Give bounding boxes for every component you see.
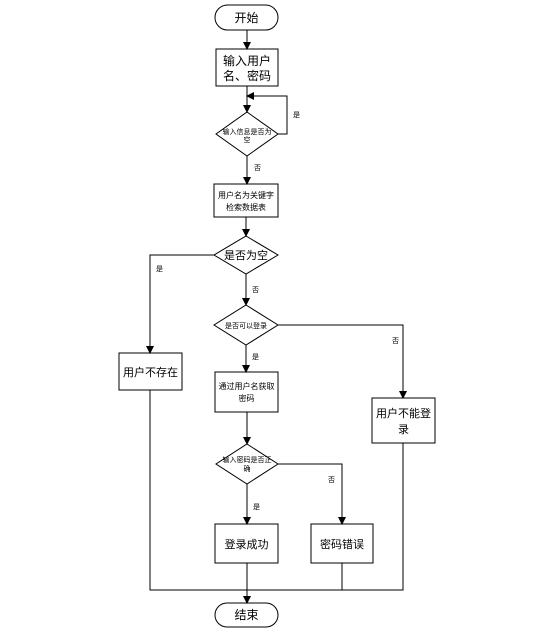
label-can-login-no: 否 [392,337,399,345]
start-label: 开始 [234,11,258,25]
input-node: 输入用户 名、密码 [215,48,279,87]
edge-password-correct-no [278,463,346,525]
cannot-login-label-line2: 录 [398,423,409,436]
login-success-node: 登录成功 [214,523,279,564]
edge-can-login-no [278,324,407,399]
search-node: 用户名为关键字 检索数据表 [213,183,279,218]
label-check-empty-yes: 是 [293,111,300,119]
check-empty-label-line1: 输入信息是否为 [223,127,272,136]
label-check-empty-no: 否 [254,164,261,172]
check-empty-decision: 输入信息是否为 空 [215,111,279,157]
get-password-node: 通过用户名获取 密码 [214,371,279,413]
password-correct-label-line2: 确 [244,464,251,473]
edge-cannot-login-to-merge [247,443,404,591]
cannot-login-node: 用户不能登 录 [371,397,436,444]
can-login-label: 是否可以登录 [225,321,267,330]
edge-is-empty-yes [146,254,214,354]
is-empty-label: 是否为空 [224,248,268,262]
search-label-line2: 检索数据表 [226,202,266,212]
label-is-empty-no: 否 [252,286,259,294]
cannot-login-label-line1: 用户不能登 [376,406,431,420]
can-login-decision: 是否可以登录 [213,304,279,346]
check-empty-label-line2: 空 [244,135,251,144]
get-password-label-line1: 通过用户名获取 [219,381,275,391]
edge-check-empty-yes-loop [246,92,288,135]
get-password-label-line2: 密码 [239,393,255,403]
search-label-line1: 用户名为关键字 [218,190,274,200]
password-correct-label-line1: 输入密码是否正 [223,455,272,464]
label-can-login-yes: 是 [252,353,259,361]
is-empty-decision: 是否为空 [213,235,279,275]
end-node: 结束 [214,602,279,628]
user-not-exist-label: 用户不存在 [123,365,178,379]
end-label: 结束 [234,608,258,622]
password-error-label: 密码错误 [320,537,364,551]
label-is-empty-yes: 是 [156,265,163,273]
password-correct-decision: 输入密码是否正 确 [215,443,279,485]
start-node: 开始 [214,4,279,31]
input-label-line1: 输入用户 [223,53,271,68]
input-label-line2: 名、密码 [223,68,271,83]
login-success-label: 登录成功 [225,537,269,551]
label-password-correct-yes: 是 [253,503,260,511]
edge-user-not-exist-to-merge [149,390,247,591]
password-error-node: 密码错误 [310,523,374,564]
label-password-correct-no: 否 [328,476,335,484]
user-not-exist-node: 用户不存在 [118,352,183,391]
